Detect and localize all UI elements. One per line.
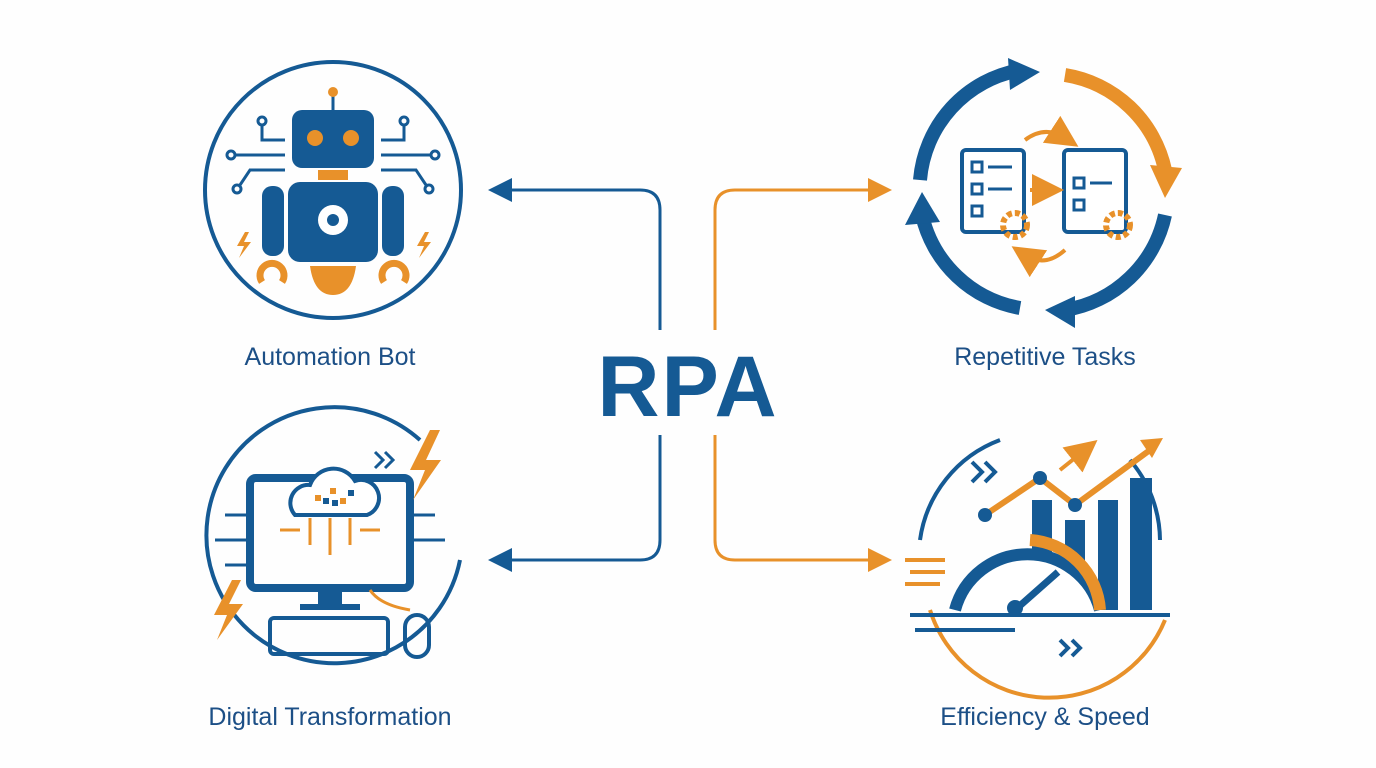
computer-cloud-icon	[204, 405, 462, 666]
repetitive-tasks-label: Repetitive Tasks	[954, 343, 1136, 371]
connector-to-automation-bot	[488, 178, 662, 330]
connector-to-digital-transformation	[488, 435, 662, 572]
speedometer-chart-icon	[905, 438, 1170, 700]
connector-to-efficiency-speed	[713, 435, 892, 572]
efficiency-speed-label: Efficiency & Speed	[940, 703, 1150, 731]
digital-transformation-label: Digital Transformation	[208, 703, 452, 731]
rpa-title: RPA	[597, 339, 779, 435]
robot-icon	[203, 60, 463, 320]
automation-bot-label: Automation Bot	[244, 343, 416, 371]
cycle-documents-icon	[905, 58, 1182, 328]
connector-to-repetitive-tasks	[713, 178, 892, 330]
